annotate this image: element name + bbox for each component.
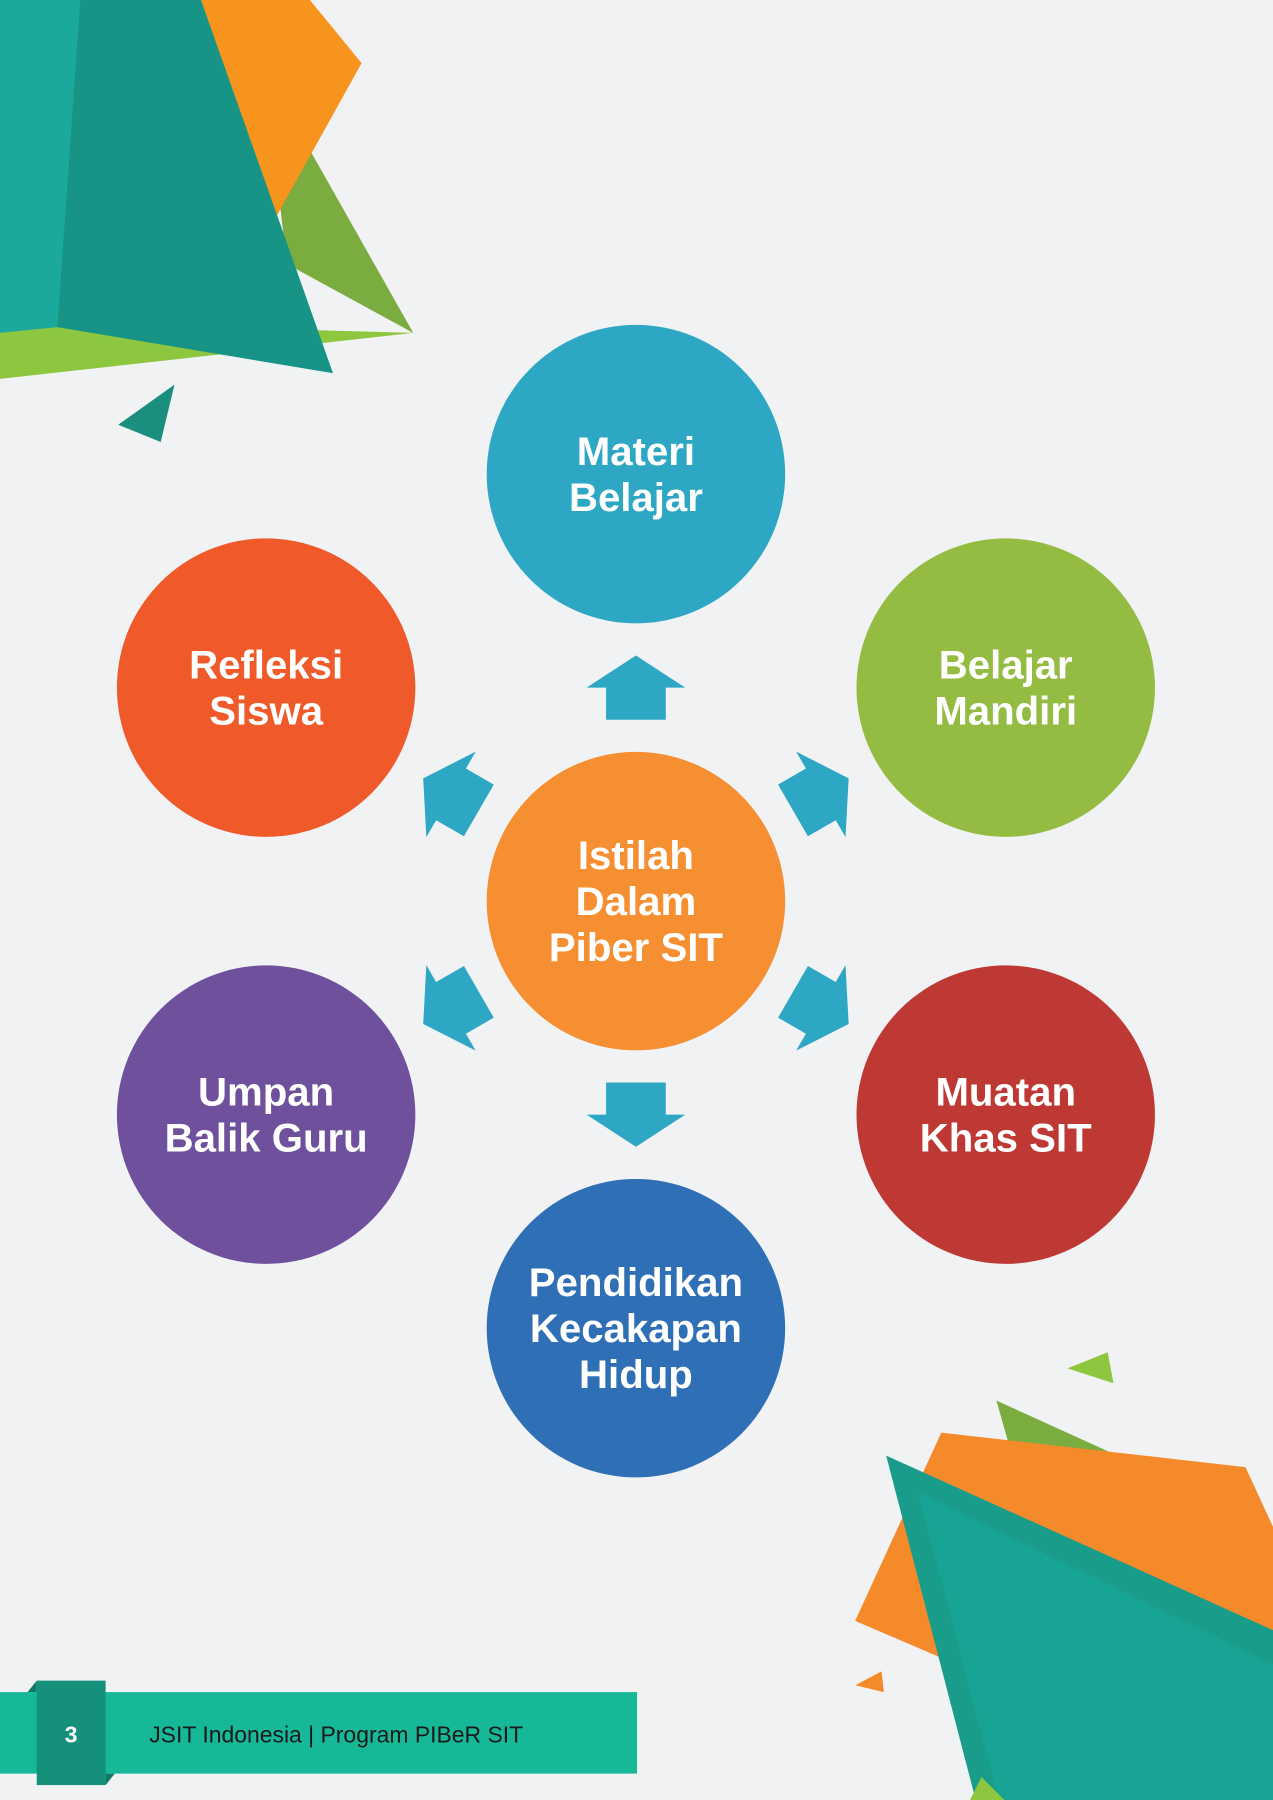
arrow-to-materi-belajar <box>586 655 686 720</box>
arrow-to-muatan-khas-sit <box>778 965 849 1051</box>
arrow-to-refleksi-siswa <box>423 751 494 838</box>
pendidikan-kecakapan-hidup-label: Hidup <box>579 1352 693 1397</box>
muatan-khas-sit-label: Muatan <box>935 1069 1076 1114</box>
pendidikan-kecakapan-hidup-label: Kecakapan <box>530 1306 742 1351</box>
decoration-bottom-right <box>855 1352 1273 1800</box>
arrow-to-pendidikan-kecakapan-hidup <box>586 1082 686 1147</box>
pendidikan-kecakapan-hidup-circle <box>486 1178 786 1478</box>
belajar-mandiri-label: Mandiri <box>934 688 1077 733</box>
footer-band <box>0 1692 638 1774</box>
muatan-khas-sit-label: Khas SIT <box>920 1115 1092 1160</box>
center-label: Piber SIT <box>549 925 724 970</box>
arrow-to-umpan-balik-guru <box>423 965 494 1051</box>
center-label: Istilah <box>578 833 694 878</box>
belajar-mandiri-label: Belajar <box>939 642 1073 687</box>
umpan-balik-guru-label: Umpan <box>198 1069 334 1114</box>
materi-belajar-circle <box>486 324 786 624</box>
page-number: 3 <box>65 1722 78 1748</box>
belajar-mandiri-circle <box>856 538 1155 837</box>
arrows <box>423 655 849 1147</box>
refleksi-siswa-label: Siswa <box>209 688 324 733</box>
page-number-box <box>36 1680 106 1786</box>
center-circle <box>486 751 786 1051</box>
materi-belajar-label: Materi <box>577 429 695 474</box>
umpan-balik-guru-circle <box>116 965 416 1264</box>
center-label: Dalam <box>576 879 697 924</box>
materi-belajar-label: Belajar <box>569 475 703 520</box>
footer: 3 JSIT Indonesia | Program PIBeR SIT <box>0 1680 638 1786</box>
muatan-khas-sit-circle <box>856 965 1155 1264</box>
refleksi-siswa-label: Refleksi <box>189 642 343 687</box>
pendidikan-kecakapan-hidup-label: Pendidikan <box>529 1260 743 1305</box>
umpan-balik-guru-label: Balik Guru <box>165 1115 368 1160</box>
refleksi-siswa-circle <box>116 538 416 837</box>
arrow-to-belajar-mandiri <box>778 751 849 838</box>
footer-text: JSIT Indonesia | Program PIBeR SIT <box>149 1722 523 1748</box>
decoration-top-left <box>0 0 414 442</box>
